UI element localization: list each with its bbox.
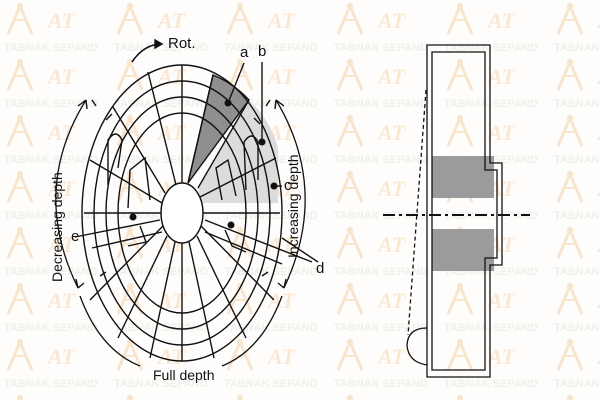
dashed-profile-line: [407, 89, 427, 336]
increasing-depth-arrow: [275, 99, 306, 289]
hub: [160, 182, 204, 244]
full-depth-arrow-left: [79, 295, 141, 367]
full-depth-label: Full depth: [153, 367, 214, 383]
increasing-depth-label: Increasing depth: [285, 154, 301, 258]
inner-profile: [431, 51, 498, 371]
rotation-label: Rot.: [168, 35, 196, 52]
section-view: [383, 44, 530, 378]
label-a: a: [240, 44, 249, 61]
shaded-upper: [432, 156, 494, 198]
label-c: c: [284, 177, 292, 194]
decreasing-depth-label: Decreasing depth: [49, 172, 65, 282]
decreasing-depth-arrow: [55, 99, 87, 289]
face-view: [55, 38, 319, 367]
outer-profile: [426, 44, 503, 378]
label-e: e: [71, 228, 79, 245]
label-b: b: [258, 43, 266, 60]
label-d: d: [316, 260, 324, 277]
full-depth-arrow-right: [221, 295, 283, 367]
round-tip: [406, 327, 428, 366]
shaded-lower: [432, 229, 494, 271]
